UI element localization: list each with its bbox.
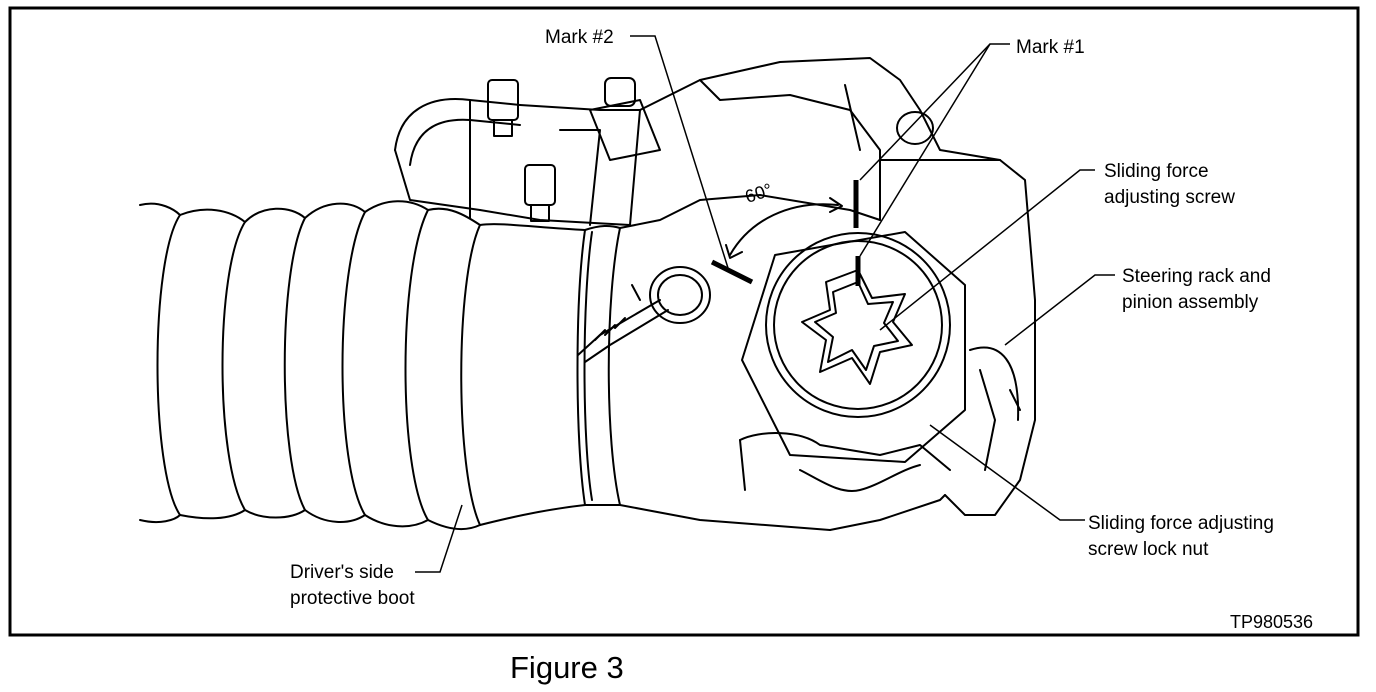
angle-arc: [725, 197, 843, 259]
cotter-pin: [577, 266, 711, 363]
leader-mark1-b: [859, 43, 991, 257]
leader-rack: [1004, 274, 1115, 346]
mark-2-label: Mark #2: [545, 27, 614, 48]
adjusting-screw: [801, 269, 913, 385]
leader-lines: [415, 35, 1115, 573]
leader-locknut: [929, 424, 1085, 521]
boot-label-2: protective boot: [290, 588, 415, 609]
rack-label-1: Steering rack and: [1122, 266, 1271, 287]
mark-1-label: Mark #1: [1016, 37, 1085, 58]
mark-2-stroke: [710, 259, 754, 285]
figure-border: [8, 6, 1360, 637]
rack-housing: [394, 57, 1036, 531]
leader-sliding-screw: [879, 169, 1095, 331]
steering-rack-drawing: [139, 57, 1036, 531]
leader-boot: [415, 504, 463, 573]
sliding-screw-label-2: adjusting screw: [1104, 187, 1235, 208]
locknut-label-1: Sliding force adjusting: [1088, 513, 1274, 534]
figure-code: TP980536: [1230, 612, 1314, 632]
sliding-screw-label-1: Sliding force: [1104, 161, 1209, 182]
locknut-label-2: screw lock nut: [1088, 539, 1209, 560]
figure-caption: Figure 3: [510, 650, 624, 685]
boot-label-1: Driver's side: [290, 562, 394, 583]
leader-mark2: [630, 35, 729, 269]
rack-label-2: pinion assembly: [1122, 292, 1259, 313]
lock-nut: [741, 231, 966, 463]
protective-boot: [139, 200, 586, 531]
